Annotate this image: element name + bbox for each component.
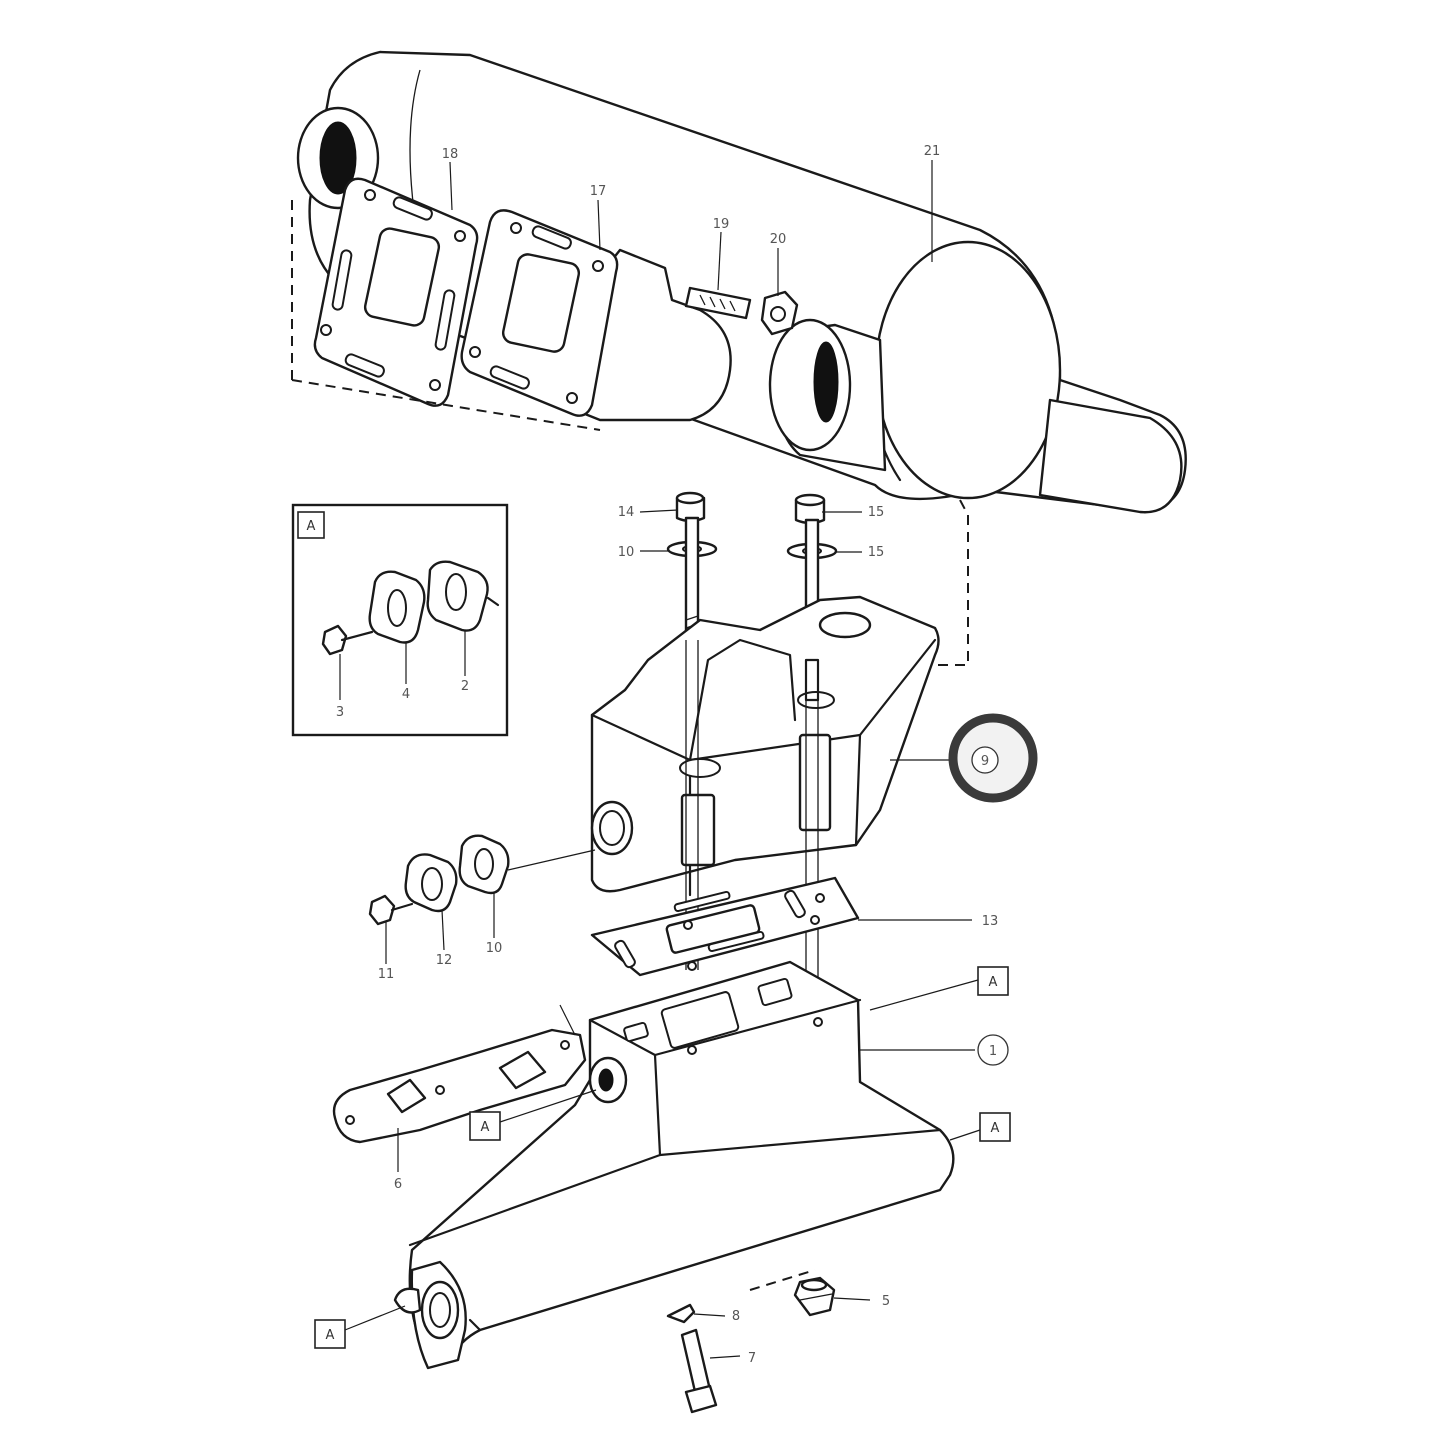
clip-part-8 — [666, 1303, 726, 1324]
label-4: 4 — [402, 687, 410, 702]
label-19: 19 — [713, 217, 730, 232]
label-3: 3 — [336, 705, 344, 720]
label-11: 11 — [378, 967, 395, 982]
label-12: 12 — [436, 953, 453, 968]
label-20: 20 — [770, 232, 787, 247]
svg-text:1: 1 — [989, 1044, 997, 1059]
detail-view-a: A — [291, 503, 509, 737]
inlet-pipe — [768, 318, 887, 472]
svg-text:A: A — [326, 1328, 335, 1343]
label-15-top: 15 — [868, 505, 885, 520]
part-9-label: 9 — [981, 754, 989, 769]
label-2: 2 — [461, 679, 469, 694]
exhaust-manifold-part-1 — [393, 960, 955, 1370]
ref-a-right: A — [949, 1112, 1011, 1142]
flange-gasket-part-18 — [313, 177, 479, 407]
label-7: 7 — [748, 1351, 756, 1366]
label-6: 6 — [394, 1177, 402, 1192]
label-8: 8 — [732, 1309, 740, 1324]
ref-a-left-mid: A — [469, 1089, 597, 1141]
label-10-side: 10 — [486, 941, 503, 956]
label-17: 17 — [590, 184, 607, 199]
ref-a-top-right: A — [869, 966, 1009, 1011]
part-1-callout: 1 — [977, 1034, 1009, 1066]
side-spacer-group — [368, 834, 596, 926]
svg-text:A: A — [989, 975, 998, 990]
label-21: 21 — [924, 144, 941, 159]
bolt-part-14 — [666, 491, 718, 642]
nut-part-20 — [760, 290, 799, 336]
assembly-outline-dashed — [291, 200, 969, 666]
drain-plug-part-5 — [749, 1269, 871, 1317]
gasket-part-13 — [590, 876, 860, 977]
label-15-washer: 15 — [868, 545, 885, 560]
label-18: 18 — [442, 147, 459, 162]
detail-view-a-label: A — [307, 519, 316, 534]
label-14: 14 — [618, 505, 635, 520]
part-9-callout: 9 — [948, 713, 1038, 803]
elbow-flange-part-17 — [460, 209, 732, 422]
svg-text:A: A — [481, 1120, 490, 1135]
riser-part-9 — [590, 595, 940, 1020]
label-10-top: 10 — [618, 545, 635, 560]
leader-lines — [339, 160, 933, 1172]
stud-part-19 — [684, 286, 752, 320]
label-13: 13 — [982, 914, 999, 929]
ref-a-bottom-left: A — [314, 1305, 406, 1349]
bolt-part-7 — [680, 1328, 741, 1414]
svg-text:A: A — [991, 1121, 1000, 1136]
part-number-labels: 18 17 19 20 21 14 10 15 15 3 4 2 11 12 1… — [336, 144, 998, 1366]
manifold-gasket-part-6 — [332, 1004, 587, 1144]
label-5: 5 — [882, 1294, 890, 1309]
